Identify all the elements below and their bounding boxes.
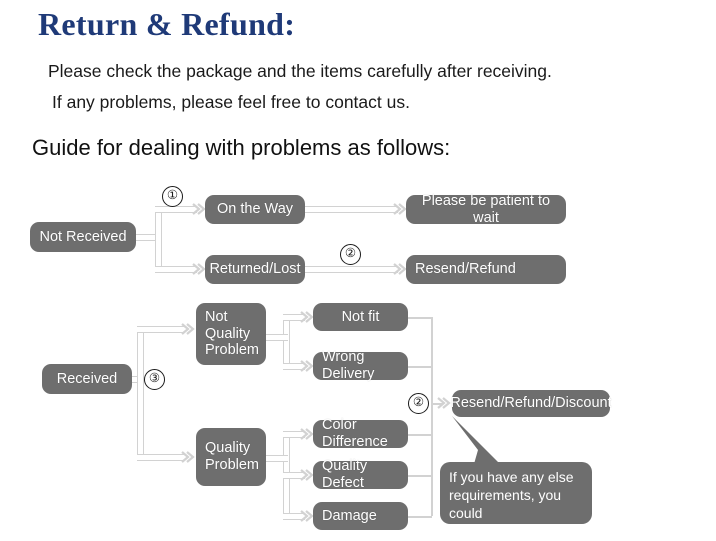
node-resend-refund: Resend/Refund (406, 255, 566, 284)
connector-to-returned-lost (155, 266, 197, 273)
arrow-icon-to-returned-lost (192, 262, 206, 276)
connector-returned-lost-out (305, 266, 398, 273)
node-damage: Damage (313, 502, 408, 530)
arrow-icon-to-please-wait (393, 202, 407, 216)
intro-line-1: Please check the package and the items c… (48, 61, 552, 81)
guide-heading: Guide for dealing with problems as follo… (32, 135, 451, 160)
connector-to-damage (283, 513, 305, 520)
connector-not-received-stem (136, 234, 158, 241)
intro-line-2: If any problems, please feel free to con… (52, 92, 410, 112)
marker-three: ③ (144, 369, 165, 390)
marker-one: ① (162, 186, 183, 207)
connector-quality-stem (266, 455, 288, 462)
connector-received-stem (132, 376, 140, 383)
merge-lead-not-fit (408, 317, 432, 319)
node-not-received: Not Received (30, 222, 136, 252)
arrow-icon-to-not-quality-problem (181, 322, 195, 336)
callout-pointer-icon (452, 416, 506, 470)
connector-to-not-fit (283, 314, 305, 321)
node-not-fit: Not fit (313, 303, 408, 331)
marker-two-top: ② (340, 244, 361, 265)
node-received: Received (42, 364, 132, 394)
node-quality-defect: Quality Defect (313, 458, 408, 491)
arrow-icon-to-color-difference (300, 427, 314, 441)
arrow-icon-to-resend-refund (393, 262, 407, 276)
connector-to-wrong-delivery (283, 363, 305, 370)
node-quality-problem: Quality Problem (196, 428, 266, 486)
connector-to-quality-defect (283, 472, 305, 479)
node-please-be-patient-to-wait: Please be patient to wait (406, 193, 566, 226)
arrow-icon-to-on-the-way (192, 202, 206, 216)
merge-lead-damage (408, 516, 432, 518)
connector-not-quality-stem (266, 334, 288, 341)
page-title: Return & Refund: (38, 6, 296, 42)
arrow-icon-to-quality-defect (300, 468, 314, 482)
connector-to-quality-problem (137, 454, 185, 461)
connector-to-on-the-way (155, 206, 197, 213)
merge-lead-quality-defect (408, 475, 432, 477)
connector-to-not-quality-problem (137, 326, 185, 333)
node-on-the-way: On the Way (205, 195, 305, 224)
node-not-quality-problem: Not Quality Problem (196, 303, 266, 365)
callout-bubble: If you have any else requirements, you c… (440, 462, 592, 539)
marker-two-bottom: ② (408, 393, 429, 414)
connector-received-split (137, 326, 144, 459)
arrow-icon-to-not-fit (300, 310, 314, 324)
node-color-difference: Color Difference (313, 417, 408, 450)
node-returned-lost: Returned/Lost (205, 255, 305, 284)
connector-not-received-split (155, 206, 162, 271)
merge-lead-wrong-delivery (408, 366, 432, 368)
arrow-icon-to-wrong-delivery (300, 359, 314, 373)
merge-rail-out (431, 403, 443, 405)
node-wrong-delivery: Wrong Delivery (313, 349, 408, 382)
arrow-icon-to-quality-problem (181, 450, 195, 464)
connector-to-color-difference (283, 431, 305, 438)
merge-lead-color-difference (408, 434, 432, 436)
node-resend-refund-discount: Resend/Refund/Discount (450, 390, 612, 417)
arrow-icon-to-damage (300, 509, 314, 523)
connector-on-the-way-out (305, 206, 398, 213)
arrow-icon-to-resend-refund-discount (437, 396, 451, 410)
merge-rail (431, 317, 433, 516)
